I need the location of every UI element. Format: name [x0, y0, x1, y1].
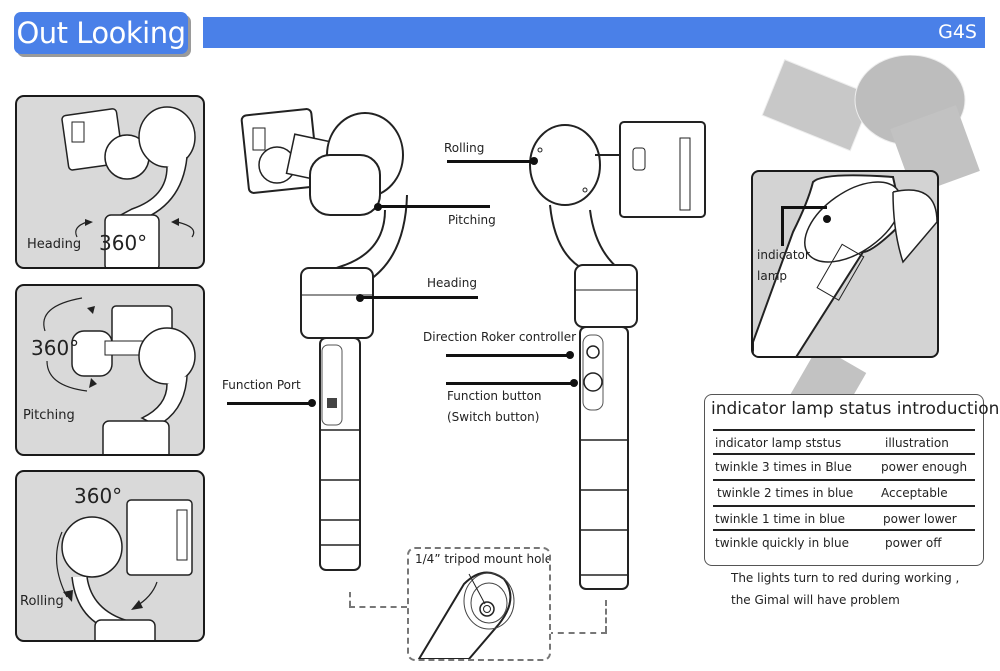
table-row: twinkle 1 time in blue power lower	[713, 505, 975, 531]
tripod-hole-label: 1/4” tripod mount hole	[415, 552, 551, 566]
rolling-panel: 360° Rolling	[15, 470, 205, 642]
table-cell: power off	[885, 536, 942, 550]
table-cell: twinkle 1 time in blue	[715, 512, 846, 526]
pitching-leader-line	[380, 205, 490, 208]
tripod-connector-left-h	[349, 606, 407, 608]
gimbal-pitching-illustration	[43, 297, 196, 454]
table-cell: twinkle quickly in blue	[715, 536, 849, 550]
section-title: Out Looking	[14, 12, 188, 54]
model-label: G4S	[938, 21, 977, 43]
pitching-panel: 360° Pitching	[15, 284, 205, 456]
table-cell: Acceptable	[881, 486, 948, 500]
pitching-degrees: 360°	[31, 336, 80, 360]
column-header: indicator lamp ststus	[715, 436, 842, 450]
table-cell: twinkle 2 times in blue	[717, 486, 854, 500]
table-row: twinkle 3 times in Blue power enough	[713, 453, 975, 479]
tripod-connector-left-v	[349, 592, 351, 606]
pitching-label: Pitching	[23, 408, 75, 423]
function-button-leader-line	[446, 382, 572, 385]
heading-leader-line	[362, 296, 478, 299]
table-row: twinkle quickly in blue power off	[713, 529, 975, 555]
pitching-callout-label: Pitching	[448, 213, 496, 227]
function-button-leader-dot	[570, 379, 578, 387]
indicator-status-table: indicator lamp status introduction indic…	[704, 394, 999, 566]
heading-panel: Heading 360°	[15, 95, 205, 269]
rolling-leader-dot	[530, 157, 538, 165]
switch-button-label: (Switch button)	[447, 410, 540, 424]
table-header-row: indicator lamp ststus illustration	[713, 429, 975, 455]
gimbal-side-illustration	[529, 121, 706, 590]
rolling-callout-label: Rolling	[444, 141, 485, 155]
function-port-leader-dot	[308, 399, 316, 407]
heading-callout-label: Heading	[427, 276, 477, 290]
indicator-label-line2: lamp	[757, 269, 787, 283]
table-cell: power enough	[881, 460, 968, 474]
status-table-title: indicator lamp status introduction	[711, 399, 1000, 419]
direction-controller-label: Direction Roker controller	[423, 330, 577, 344]
function-button-label: Function button	[447, 389, 542, 403]
indicator-label-line1: indicator	[757, 248, 810, 262]
direction-controller-leader-dot	[566, 351, 574, 359]
warning-note-line1: The lights turn to red during working ,	[731, 571, 960, 585]
function-port-label: Function Port	[222, 378, 301, 392]
table-row: twinkle 2 times in blue Acceptable	[713, 479, 975, 505]
function-port-leader-line	[227, 402, 311, 405]
rolling-label: Rolling	[20, 594, 64, 609]
direction-controller-leader-line	[446, 354, 568, 357]
gimbal-front-illustration	[240, 108, 408, 571]
column-header: illustration	[885, 436, 949, 450]
indicator-leader-vertical	[781, 206, 784, 246]
tripod-connector-right-v	[605, 600, 607, 632]
gimbal-heading-illustration	[61, 106, 196, 267]
heading-leader-dot	[356, 294, 364, 302]
rolling-leader-line	[447, 160, 531, 163]
tripod-mount-detail: 1/4” tripod mount hole	[407, 547, 551, 661]
heading-label: Heading	[27, 237, 82, 252]
tripod-connector-right-h	[547, 632, 607, 634]
header-bar: G4S	[203, 17, 985, 48]
warning-note-line2: the Gimal will have problem	[731, 593, 900, 607]
gimbal-rolling-illustration	[55, 499, 193, 640]
handle-closeup-illustration	[753, 174, 937, 356]
rolling-degrees: 360°	[74, 484, 123, 508]
table-cell: twinkle 3 times in Blue	[715, 460, 852, 474]
indicator-leader-horizontal	[781, 206, 827, 209]
indicator-lamp-zoom: indicator lamp	[751, 170, 939, 358]
tripod-hole-illustration	[417, 571, 515, 659]
heading-degrees: 360°	[99, 231, 148, 255]
pitching-leader-dot	[374, 203, 382, 211]
table-cell: power lower	[883, 512, 957, 526]
